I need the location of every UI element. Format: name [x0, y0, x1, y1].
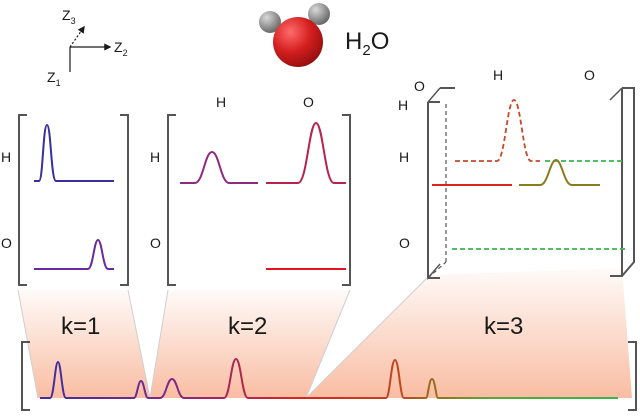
- panel-k1-row-label-o: O: [1, 235, 12, 251]
- k1-label: k=1: [61, 313, 100, 340]
- panel-k3-top-label-o2: O: [584, 67, 595, 83]
- panel-k3-dashed-red-curve: [455, 99, 540, 162]
- panel-k1-h-curve: [34, 123, 114, 182]
- panel-k2-left-bracket: [167, 114, 176, 286]
- panel-k2: H O H O: [150, 94, 351, 286]
- z1-label: Z1: [47, 69, 61, 88]
- concatenated-vector: [21, 341, 637, 411]
- panel-k2-row-label-h: H: [150, 149, 160, 165]
- hydrogen-atom-right: [308, 3, 330, 25]
- z3-axis-arrow: [69, 25, 85, 48]
- panel-k3-olive-curve: [519, 158, 600, 186]
- z3-label: Z3: [62, 7, 76, 26]
- panel-k3-top-label-h: H: [493, 67, 503, 83]
- panel-k2-col-label-h: H: [216, 94, 226, 110]
- panel-k3-top-label-o1: O: [414, 78, 425, 94]
- projection-fans: [17, 268, 632, 399]
- panel-k2-ho-curve: [266, 121, 346, 184]
- panel-k3-left-face: [427, 87, 441, 281]
- vector-right-bracket: [628, 341, 637, 411]
- vector-spectrum-curve: [40, 357, 618, 399]
- panel-k1-right-bracket: [120, 114, 129, 286]
- fan-k2: [150, 290, 350, 398]
- z2-label: Z2: [114, 39, 128, 58]
- fan-k3: [306, 268, 632, 398]
- k2-label: k=2: [228, 313, 267, 340]
- panel-k2-right-bracket: [342, 114, 351, 286]
- panel-k1-o-curve: [34, 238, 114, 270]
- k3-label: k=3: [484, 313, 523, 340]
- panel-k1: H O: [1, 114, 129, 286]
- hydrogen-atom-left: [259, 11, 281, 33]
- panel-k3-row-label-h1: H: [398, 97, 408, 113]
- panel-k1-left-bracket: [18, 114, 27, 286]
- molecule-formula: H2O: [345, 28, 389, 59]
- panel-k2-col-label-o: O: [303, 94, 314, 110]
- panel-k2-row-label-o: O: [150, 235, 161, 251]
- panel-k3-row-label-h2: H: [399, 149, 409, 165]
- panel-k3: O H O H H O: [398, 67, 635, 281]
- panel-k2-hh-curve: [180, 150, 258, 184]
- fan-k1: [18, 290, 150, 398]
- vector-left-bracket: [21, 341, 30, 411]
- coordinate-axes: Z3 Z2 Z1: [47, 7, 128, 88]
- oxygen-atom: [273, 17, 323, 67]
- water-molecule: H2O: [259, 3, 389, 67]
- panel-k3-row-label-o: O: [399, 235, 410, 251]
- panel-k1-row-label-h: H: [1, 149, 11, 165]
